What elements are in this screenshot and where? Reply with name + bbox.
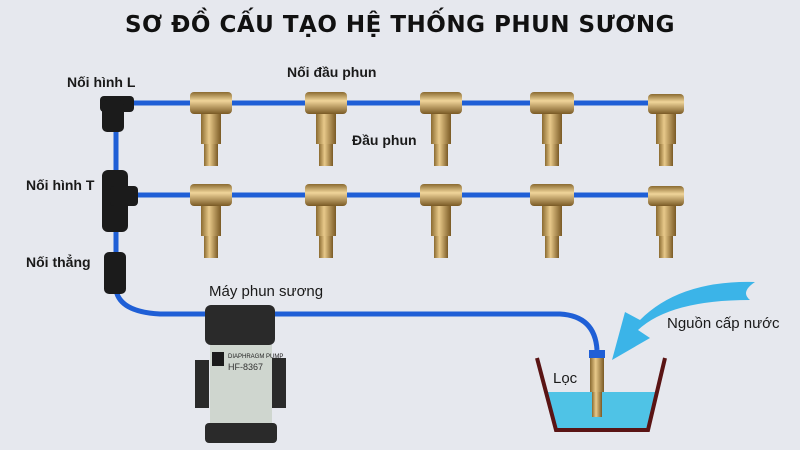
filter-bucket	[535, 350, 667, 432]
pump-brand-text: DIAPHRAGM PUMP	[228, 354, 283, 360]
label-pump: Máy phun sương	[209, 283, 324, 300]
straight-connector	[104, 252, 126, 294]
pipe-vertical	[113, 110, 215, 317]
t-connector	[102, 170, 138, 232]
l-connector	[100, 96, 134, 132]
page-title: SƠ ĐỒ CẤU TẠO HỆ THỐNG PHUN SƯƠNG	[124, 12, 676, 38]
label-t-connector: Nối hình T	[26, 177, 95, 193]
label-nozzle-connector: Nối đầu phun	[287, 64, 377, 80]
label-l-connector: Nối hình L	[67, 74, 136, 90]
pump-model-text: HF-8367	[228, 362, 263, 372]
label-water-source: Nguồn cấp nước	[667, 315, 780, 332]
nozzle-row-2	[190, 184, 684, 258]
label-straight-connector: Nối thẳng	[26, 254, 91, 270]
water-source-arrow	[612, 281, 755, 360]
label-nozzle: Đầu phun	[352, 132, 417, 148]
label-filter: Lọc	[553, 370, 578, 387]
nozzle-row-1	[190, 92, 684, 166]
pipe-pump-to-filter	[265, 311, 600, 351]
pump	[195, 305, 286, 443]
